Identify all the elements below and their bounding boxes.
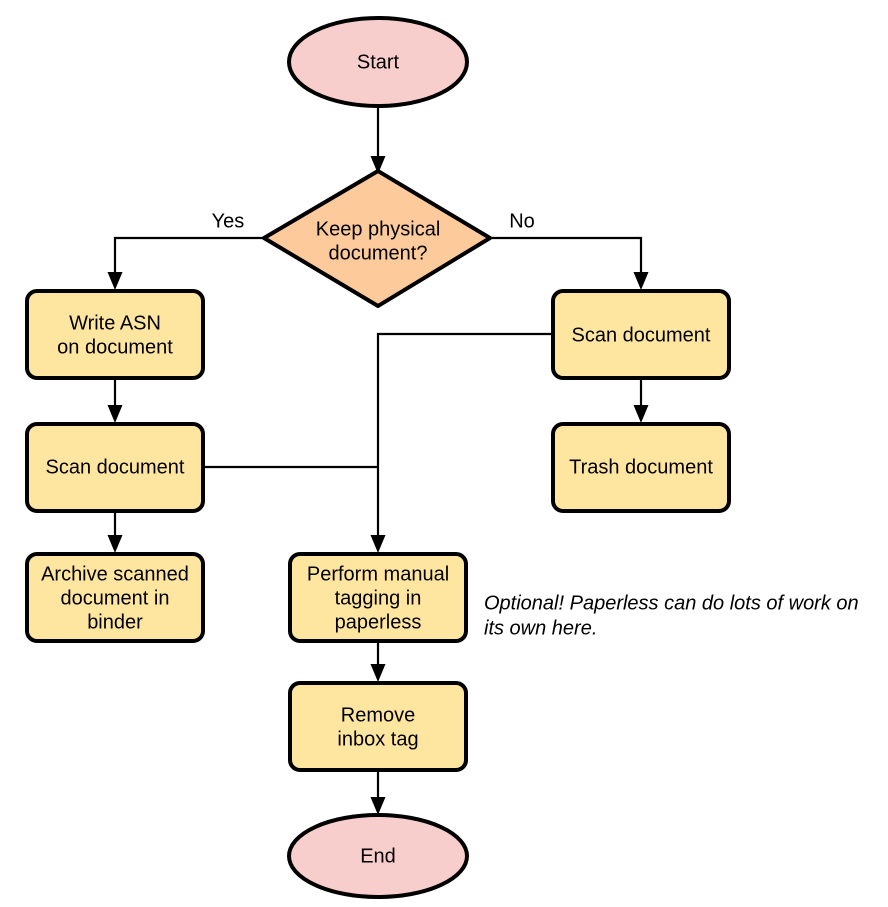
arrowhead-icon bbox=[370, 797, 386, 815]
arrowhead-icon bbox=[107, 535, 123, 553]
node-manual-tagging-label-line2: tagging in bbox=[335, 587, 422, 609]
node-end-label: End bbox=[360, 845, 396, 867]
node-remove-inbox[interactable]: Remove inbox tag bbox=[288, 681, 468, 772]
node-manual-tagging-label-line1: Perform manual bbox=[307, 563, 449, 585]
node-write-asn-label-line2: on document bbox=[57, 336, 173, 358]
node-archive-shape[interactable] bbox=[25, 552, 205, 643]
node-archive-label-line2: document in bbox=[61, 587, 170, 609]
edge-decision-to-scan-right bbox=[490, 236, 649, 290]
edge-line bbox=[113, 236, 263, 281]
edge-label-no: No bbox=[509, 210, 535, 232]
edge-scan-right-to-manual-tagging bbox=[370, 332, 552, 553]
edge-write-asn-to-scan-left bbox=[107, 379, 123, 423]
edge-line bbox=[376, 332, 552, 544]
node-archive-label-line3: binder bbox=[87, 611, 143, 633]
edge-label-yes: Yes bbox=[212, 210, 245, 232]
edges-layer bbox=[107, 104, 649, 815]
node-scan-right-shape[interactable] bbox=[551, 289, 731, 380]
node-manual-tagging-shape[interactable] bbox=[288, 552, 468, 643]
edge-scan-right-to-trash bbox=[633, 379, 649, 423]
node-end-shape[interactable] bbox=[287, 813, 469, 899]
arrowhead-icon bbox=[370, 535, 386, 553]
node-remove-inbox-label-line1: Remove bbox=[341, 704, 415, 726]
edge-scan-left-to-archive bbox=[107, 511, 123, 553]
annotation-note-line1: Optional! Paperless can do lots of work … bbox=[484, 592, 859, 614]
arrowhead-icon bbox=[370, 156, 386, 174]
node-start-label: Start bbox=[357, 51, 400, 73]
node-write-asn-shape[interactable] bbox=[25, 289, 205, 380]
annotation-note: Optional! Paperless can do lots of work … bbox=[484, 592, 859, 639]
node-remove-inbox-label-line2: inbox tag bbox=[337, 728, 418, 750]
node-decision-shape[interactable] bbox=[262, 169, 492, 308]
node-decision[interactable]: Keep physical document? bbox=[262, 169, 492, 308]
edge-line bbox=[490, 236, 643, 281]
node-scan-right[interactable]: Scan document bbox=[551, 289, 731, 380]
edge-start-to-decision bbox=[370, 104, 386, 174]
arrowhead-icon bbox=[107, 272, 123, 290]
arrowhead-icon bbox=[633, 405, 649, 423]
node-remove-inbox-shape[interactable] bbox=[288, 681, 468, 772]
annotation-note-line2: its own here. bbox=[484, 617, 597, 639]
node-start-shape[interactable] bbox=[287, 16, 469, 108]
arrowhead-icon bbox=[107, 405, 123, 423]
node-scan-left[interactable]: Scan document bbox=[25, 422, 205, 513]
node-end[interactable]: End bbox=[287, 813, 469, 899]
node-manual-tagging-label-line3: paperless bbox=[335, 611, 422, 633]
nodes-layer: Start Keep physical document? Write ASN … bbox=[25, 16, 731, 899]
node-decision-label-line1: Keep physical bbox=[316, 218, 441, 240]
node-start[interactable]: Start bbox=[287, 16, 469, 108]
node-archive-label-line1: Archive scanned bbox=[41, 563, 189, 585]
node-trash-label: Trash document bbox=[569, 456, 713, 478]
node-write-asn-label-line1: Write ASN bbox=[69, 312, 161, 334]
edge-labels-layer: Yes No bbox=[212, 210, 535, 232]
edge-decision-to-write-asn bbox=[107, 236, 263, 290]
node-scan-right-label: Scan document bbox=[572, 324, 711, 346]
node-scan-left-shape[interactable] bbox=[25, 422, 205, 513]
node-scan-left-label: Scan document bbox=[46, 456, 185, 478]
edge-remove-inbox-to-end bbox=[370, 771, 386, 815]
node-manual-tagging[interactable]: Perform manual tagging in paperless bbox=[288, 552, 468, 643]
node-trash[interactable]: Trash document bbox=[551, 422, 731, 513]
node-decision-label-line2: document? bbox=[329, 242, 428, 264]
node-archive[interactable]: Archive scanned document in binder bbox=[25, 552, 205, 643]
arrowhead-icon bbox=[370, 664, 386, 682]
node-write-asn[interactable]: Write ASN on document bbox=[25, 289, 205, 380]
edge-manual-tagging-to-remove-inbox bbox=[370, 642, 386, 682]
node-trash-shape[interactable] bbox=[551, 422, 731, 513]
arrowhead-icon bbox=[633, 272, 649, 290]
